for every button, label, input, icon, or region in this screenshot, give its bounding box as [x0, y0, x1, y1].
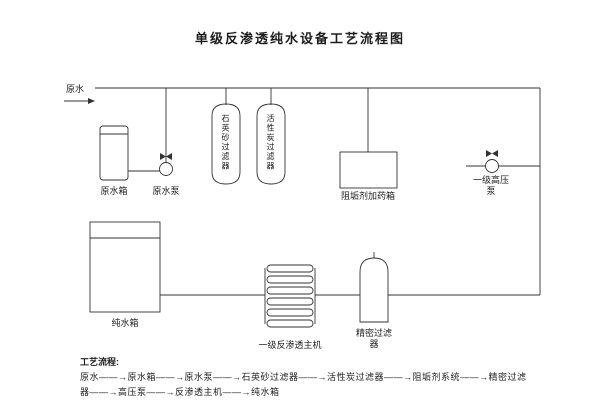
ro-membrane-bar — [266, 319, 314, 328]
ro-unit-label: 一级反渗透主机 — [258, 340, 322, 350]
pure-water-tank-shape — [89, 221, 161, 313]
ro-membrane-bar — [266, 297, 314, 306]
ro-membrane-bar — [266, 286, 314, 295]
quartz-filter-label: 石英砂过滤器 — [221, 114, 230, 171]
dosing-tank-label: 阻垢剂加药箱 — [340, 191, 395, 201]
dosing-tank-shape — [339, 151, 398, 189]
raw-water-in-label: 原水 — [66, 84, 85, 94]
raw-water-inlet-arrow — [64, 98, 95, 104]
carbon-filter-vessel — [256, 103, 286, 185]
carbon-filter-label: 活性炭过滤器 — [266, 114, 275, 171]
process-flow-line-2: 器——→高压泵——→反渗透主机——→纯水箱 — [80, 387, 280, 397]
hp-pump-label: 一级高压泵 — [472, 175, 509, 197]
raw-water-pump-symbol — [159, 153, 173, 176]
ro-membrane-bar — [266, 264, 314, 273]
quartz-filter-vessel — [211, 103, 241, 185]
raw-pump-label: 原水泵 — [152, 186, 180, 196]
raw-water-tank-shape — [99, 125, 129, 181]
process-flow-heading: 工艺流程: — [80, 357, 119, 367]
hp-pump-symbol — [485, 150, 499, 173]
precision-filter-label: 精密过滤器 — [355, 328, 392, 350]
precision-filter-vessel — [359, 252, 389, 323]
raw-tank-label: 原水箱 — [100, 186, 128, 196]
pure-tank-label: 纯水箱 — [111, 318, 139, 328]
ro-membrane-bar — [266, 308, 314, 317]
ro-membrane-bar — [266, 275, 314, 284]
ro-membrane-stack — [264, 264, 316, 328]
diagram-title: 单级反渗透纯水设备工艺流程图 — [194, 31, 405, 46]
process-flow-line-1: 原水——→原水箱——→原水泵——→石英砂过滤器——→活性炭过滤器——→阻垢剂系统… — [80, 372, 527, 382]
